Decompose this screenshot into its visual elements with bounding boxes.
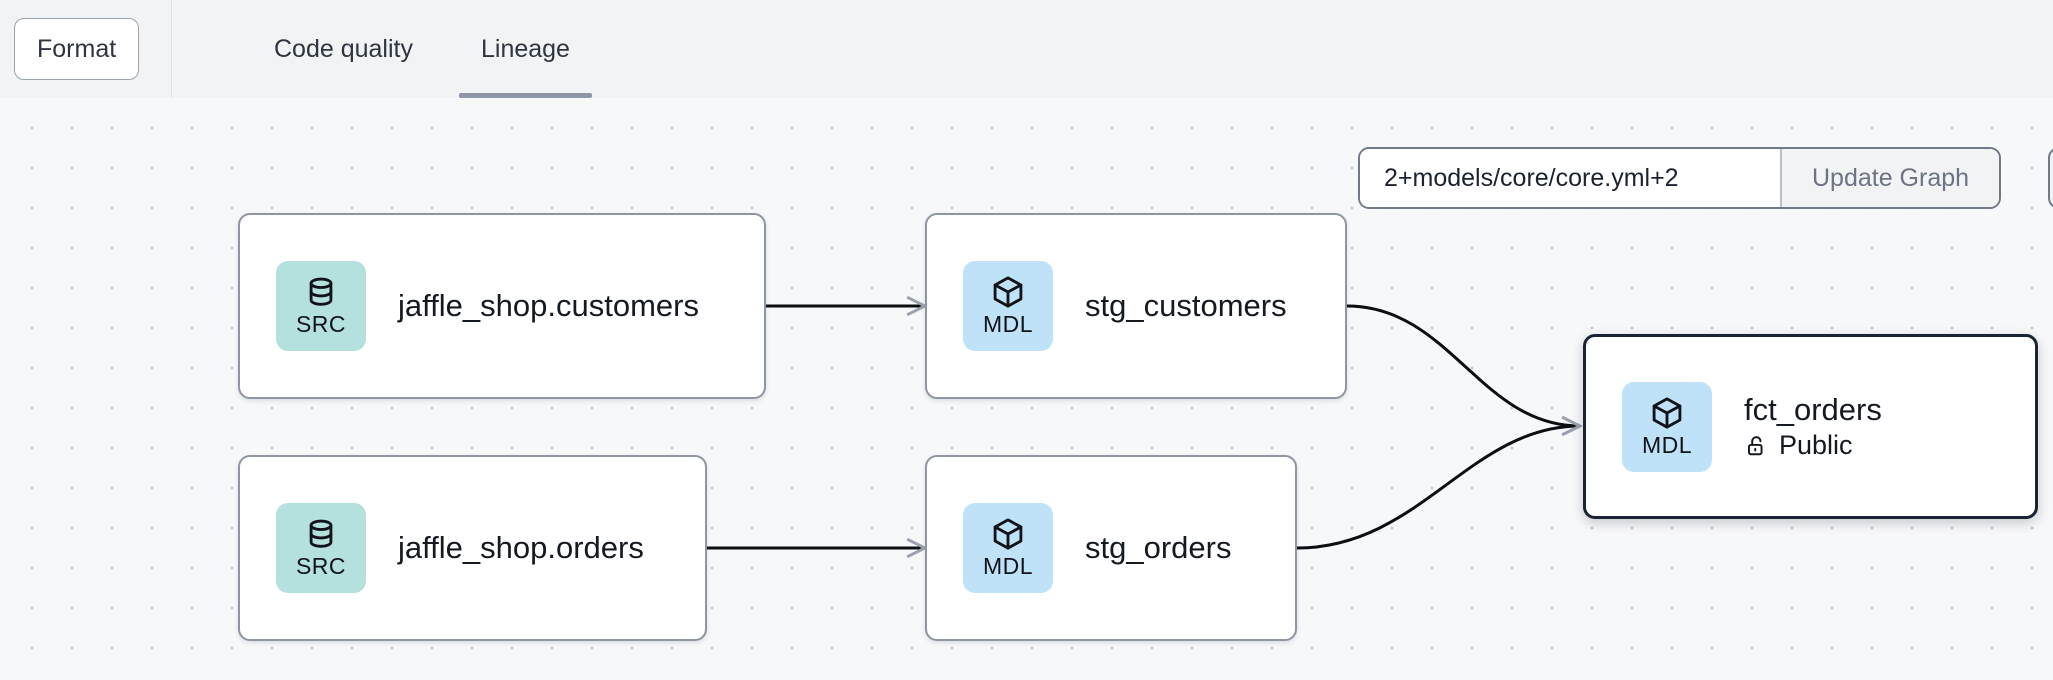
node-title: jaffle_shop.orders <box>398 529 644 565</box>
node-badge-src: SRC <box>276 261 366 351</box>
unlock-icon <box>1744 433 1770 459</box>
edge-stg-orders-to-fct-orders <box>1296 426 1580 550</box>
lineage-node-fct-orders[interactable]: MDL fct_orders Public <box>1583 334 2038 519</box>
cube-icon <box>990 274 1026 310</box>
lineage-canvas[interactable]: SRC jaffle_shop.customers MDL stg_custo <box>0 98 2053 680</box>
format-button[interactable]: Format <box>14 18 140 80</box>
editor-toolbar: Format Code quality Lineage <box>0 0 2053 98</box>
node-body: jaffle_shop.orders <box>398 530 644 567</box>
node-badge-label: SRC <box>295 311 347 337</box>
database-icon <box>303 516 339 552</box>
node-body: stg_orders <box>1085 530 1231 567</box>
tab-lineage[interactable]: Lineage <box>447 0 604 98</box>
lineage-node-stg-customers[interactable]: MDL stg_customers <box>925 213 1347 399</box>
lineage-node-src-customers[interactable]: SRC jaffle_shop.customers <box>238 213 766 399</box>
node-badge-mdl: MDL <box>963 503 1053 593</box>
node-access-status: Public <box>1744 430 1882 461</box>
node-badge-mdl: MDL <box>963 261 1053 351</box>
node-badge-label: MDL <box>982 553 1034 579</box>
node-badge-label: MDL <box>1641 431 1693 458</box>
cube-icon <box>990 516 1026 552</box>
node-badge-label: MDL <box>982 311 1034 337</box>
update-graph-button[interactable]: Update Graph <box>1780 149 2000 207</box>
node-body: fct_orders Public <box>1744 392 1882 462</box>
node-badge-label: SRC <box>295 553 347 579</box>
node-access-label: Public <box>1779 430 1853 461</box>
node-body: jaffle_shop.customers <box>398 288 699 325</box>
cube-icon <box>1649 395 1685 431</box>
format-button-zone: Format <box>0 0 172 98</box>
graph-overflow-button[interactable]: ph <box>2048 147 2053 209</box>
node-title: stg_orders <box>1085 529 1232 565</box>
node-badge-mdl: MDL <box>1622 381 1712 472</box>
lineage-node-stg-orders[interactable]: MDL stg_orders <box>925 455 1297 641</box>
node-body: stg_customers <box>1085 288 1287 325</box>
node-title: fct_orders <box>1744 391 1882 427</box>
lineage-node-src-orders[interactable]: SRC jaffle_shop.orders <box>238 455 707 641</box>
node-title: jaffle_shop.customers <box>398 287 699 323</box>
tab-bar: Code quality Lineage <box>172 0 604 98</box>
edge-stg-customers-to-fct-orders <box>1346 304 1580 426</box>
tab-code-quality[interactable]: Code quality <box>274 34 413 63</box>
database-icon <box>303 274 339 310</box>
node-badge-src: SRC <box>276 503 366 593</box>
node-title: stg_customers <box>1085 287 1287 323</box>
graph-selector-bar: Update Graph <box>1358 147 2002 209</box>
graph-selector-input[interactable] <box>1360 149 1780 207</box>
